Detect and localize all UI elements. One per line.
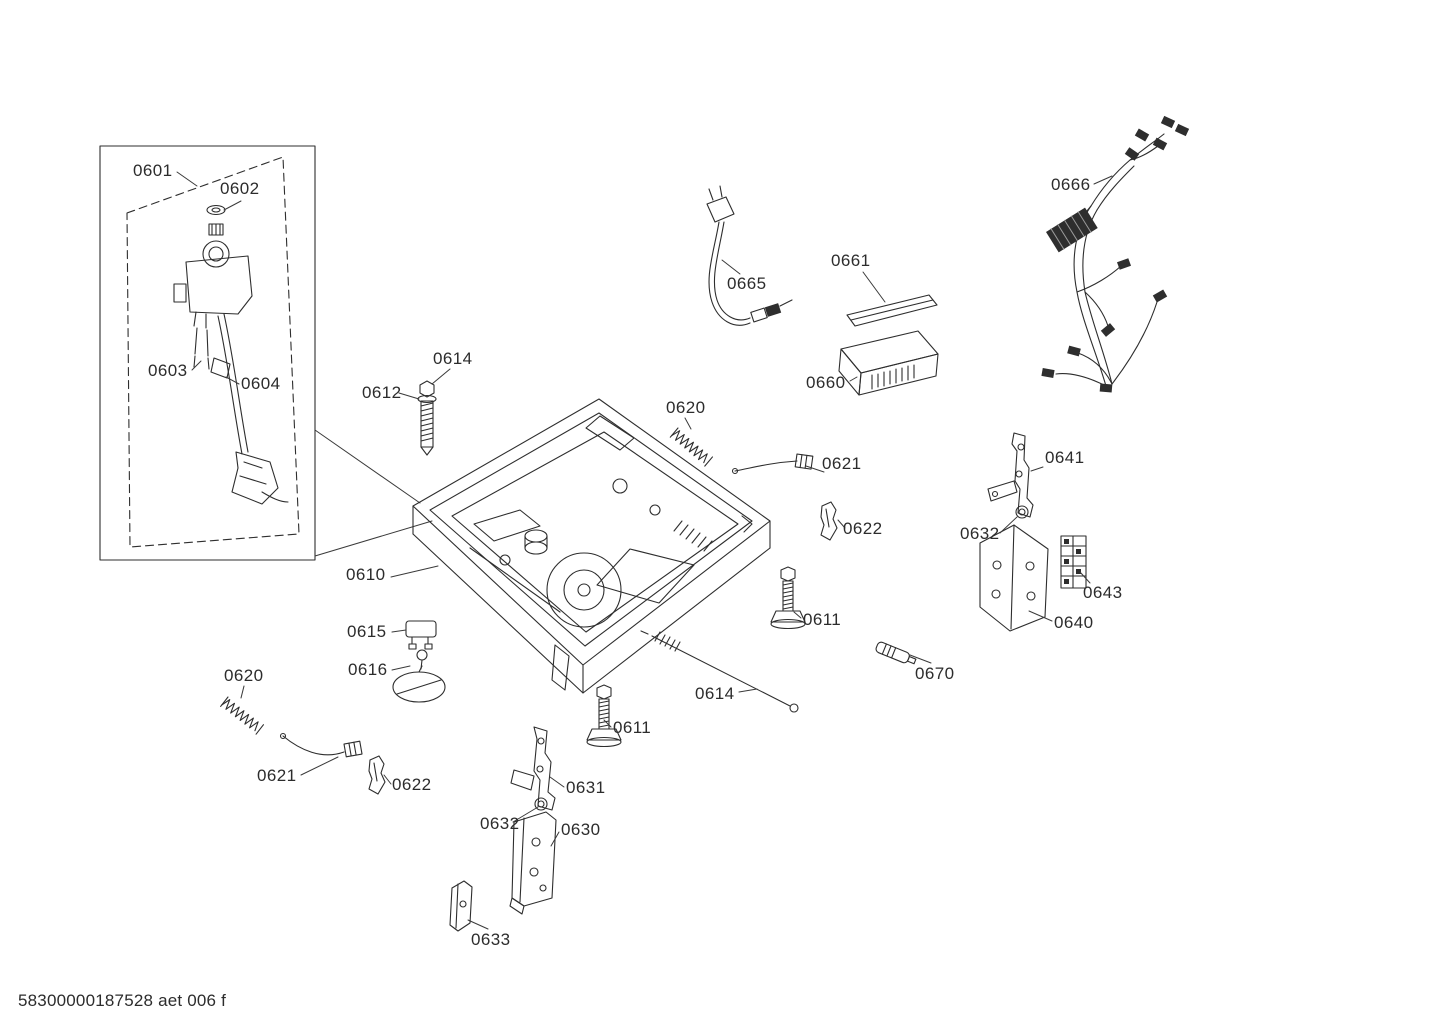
- part-0665-power-cord: [706, 185, 793, 326]
- part-0614-rod: [640, 630, 799, 713]
- part-label-0666: 0666: [1051, 175, 1091, 194]
- part-0633-bracket: [449, 880, 473, 932]
- part-label-0614-top: 0614: [433, 349, 473, 368]
- part-0640-bracket: [979, 524, 1049, 632]
- part-0621-cable-left: [279, 732, 363, 758]
- part-0621-cable-right: [731, 453, 814, 475]
- part-0632-nut-right: [1015, 505, 1029, 519]
- part-0622-clip-right: [820, 501, 838, 541]
- part-0622-clip-left: [368, 755, 386, 795]
- inlet-hose-and-connector: [217, 313, 289, 505]
- part-label-0661: 0661: [831, 251, 871, 270]
- part-0630-bracket: [509, 811, 557, 915]
- part-label-0622-right: 0622: [843, 519, 883, 538]
- part-0611-foot-center: [586, 684, 622, 748]
- part-0610-base-frame: [412, 398, 771, 694]
- part-0643-terminal-block: [1060, 535, 1087, 589]
- part-label-0604: 0604: [241, 374, 281, 393]
- part-0620-spring-top: [669, 427, 714, 467]
- part-0612-screw: [417, 380, 437, 456]
- part-0632-nut-left: [534, 797, 548, 811]
- part-0620-spring-left: [220, 696, 265, 735]
- part-label-0610: 0610: [346, 565, 386, 584]
- part-0615-switch: [405, 620, 437, 650]
- part-label-0620-top: 0620: [666, 398, 706, 417]
- part-label-0620-left: 0620: [224, 666, 264, 685]
- part-label-0630: 0630: [561, 820, 601, 839]
- part-0603-valve-wires: [193, 327, 210, 370]
- part-label-0601: 0601: [133, 161, 173, 180]
- part-label-0621-right: 0621: [822, 454, 862, 473]
- part-label-0640: 0640: [1054, 613, 1094, 632]
- part-0660-control-module: [838, 330, 939, 396]
- part-0611-foot-right: [770, 566, 806, 630]
- part-0666-wiring-harness: [1041, 115, 1190, 393]
- projection-lines: [314, 429, 433, 557]
- part-label-0611-center: 0611: [613, 718, 652, 737]
- part-label-0603: 0603: [148, 361, 188, 380]
- part-0631-bracket: [510, 726, 556, 811]
- part-label-0616: 0616: [348, 660, 388, 679]
- part-0602-inlet-valve: [173, 204, 253, 329]
- document-code: 58300000187528 aet 006 f: [18, 991, 227, 1010]
- part-label-0665: 0665: [727, 274, 767, 293]
- inlet-valve-inset-box: [99, 145, 316, 561]
- part-label-0614-center: 0614: [695, 684, 735, 703]
- part-label-0612: 0612: [362, 383, 402, 402]
- part-label-0631: 0631: [566, 778, 606, 797]
- part-label-0670: 0670: [915, 664, 955, 683]
- part-label-0615: 0615: [347, 622, 387, 641]
- part-label-0632-left: 0632: [480, 814, 520, 833]
- part-label-0622-left: 0622: [392, 775, 432, 794]
- part-0670-damper: [875, 641, 917, 665]
- part-label-0602: 0602: [220, 179, 260, 198]
- part-label-0621-left: 0621: [257, 766, 297, 785]
- part-label-0643: 0643: [1083, 583, 1123, 602]
- part-0661-cover-strip: [846, 294, 938, 327]
- part-0616-cover-disc: [392, 649, 446, 703]
- part-label-0632-right: 0632: [960, 524, 1000, 543]
- part-label-0641: 0641: [1045, 448, 1085, 467]
- leader-lines: [176, 171, 1113, 930]
- part-label-0611-right: 0611: [803, 610, 842, 629]
- part-label-0660: 0660: [806, 373, 846, 392]
- part-0641-bracket: [987, 432, 1034, 518]
- part-label-0633: 0633: [471, 930, 511, 949]
